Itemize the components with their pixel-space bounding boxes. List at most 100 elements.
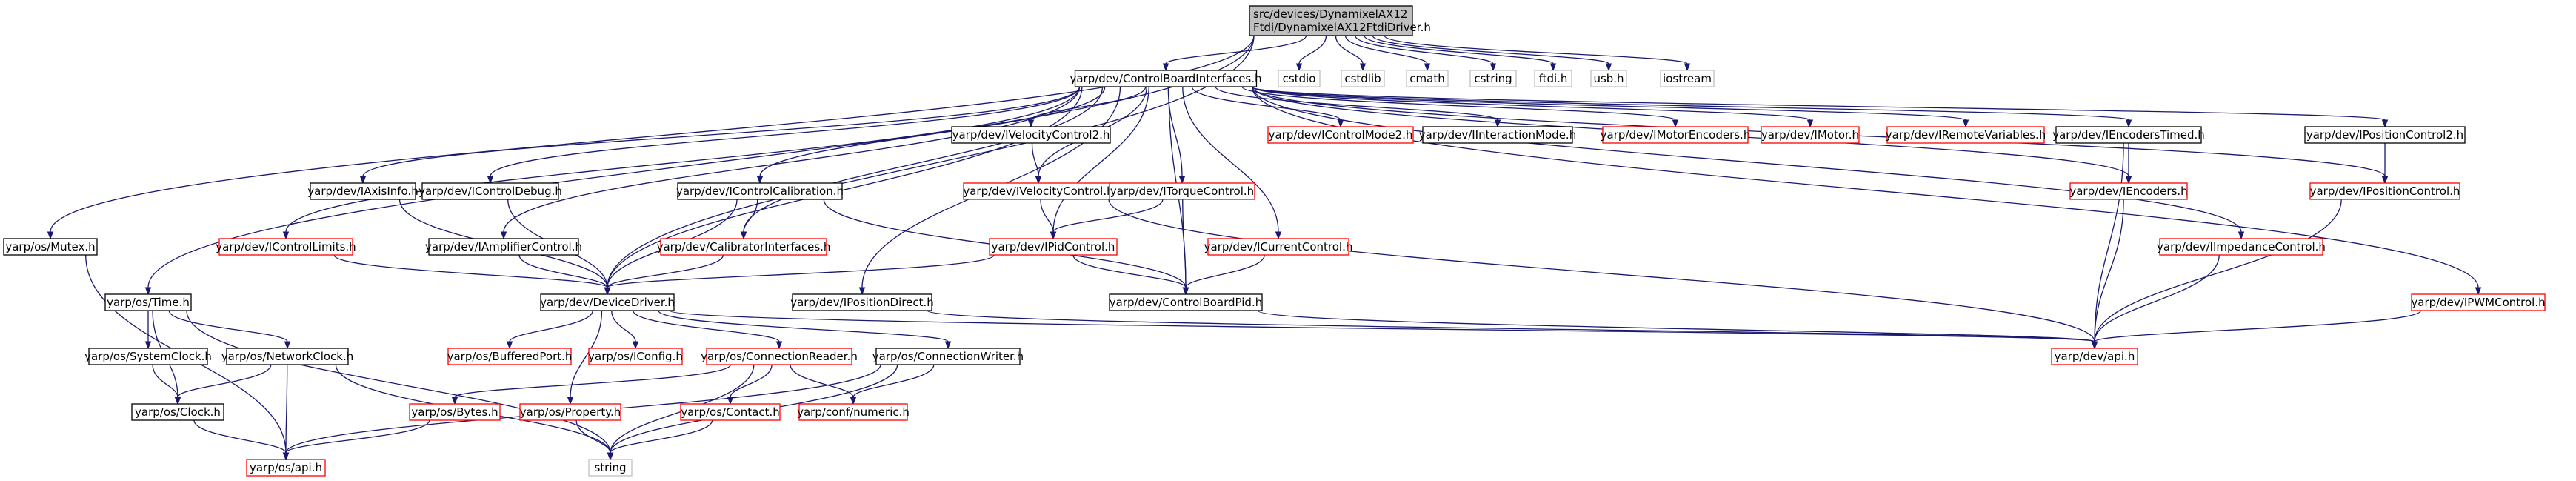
node-icm2[interactable]: yarp/dev/IControlMode2.h — [1267, 126, 1414, 144]
node-box — [2069, 182, 2188, 200]
node-box — [1590, 70, 1627, 87]
node-idebug[interactable]: yarp/dev/IControlDebug.h — [418, 182, 562, 200]
edge-line — [333, 254, 608, 288]
edge-arrowhead — [632, 341, 639, 350]
node-label: Ftdi/DynamixelAX12FtdiDriver.h — [1253, 21, 1431, 34]
node-label: yarp/dev/IMotorEncoders.h — [1601, 128, 1751, 142]
node-label: iostream — [1663, 72, 1712, 85]
edge-line — [852, 364, 935, 398]
node-itorque[interactable]: yarp/dev/ITorqueControl.h — [1109, 182, 1255, 200]
edge-connread-to-contact — [727, 364, 773, 405]
node-box — [540, 293, 675, 311]
edge-arrowhead — [944, 341, 952, 350]
node-box — [428, 238, 579, 256]
node-iamp[interactable]: yarp/dev/IAmplifierControl.h — [425, 238, 582, 256]
edge-root-to-cstdlib — [1335, 35, 1367, 72]
node-label: yarp/dev/ControlBoardPid.h — [1110, 296, 1262, 309]
node-box — [875, 348, 1021, 365]
edge-arrowhead — [756, 176, 764, 185]
node-iposc[interactable]: yarp/dev/IPositionControl.h — [2309, 182, 2460, 200]
node-sysclock[interactable]: yarp/os/SystemClock.h — [84, 348, 212, 365]
node-iinter[interactable]: yarp/dev/IInteractionMode.h — [1419, 126, 1576, 144]
node-iremote[interactable]: yarp/dev/IRemoteVariables.h — [1886, 126, 2046, 144]
node-bufport[interactable]: yarp/os/BufferedPort.h — [447, 348, 573, 365]
node-ipwm[interactable]: yarp/dev/IPWMControl.h — [2411, 293, 2546, 311]
node-label: yarp/dev/IEncoders.h — [2069, 185, 2187, 198]
edge-line — [2094, 199, 2342, 342]
node-box — [1602, 126, 1749, 144]
node-devapi[interactable]: yarp/dev/api.h — [2051, 348, 2138, 365]
edge-line — [1215, 86, 1498, 121]
edge-netclock-to-clock — [174, 364, 272, 405]
node-imotor[interactable]: yarp/dev/IMotor.h — [1761, 126, 1860, 144]
node-calibif[interactable]: yarp/dev/CalibratorInterfaces.h — [657, 238, 831, 256]
node-ivel2[interactable]: yarp/dev/IVelocityControl2.h — [951, 126, 1111, 144]
node-box — [519, 403, 621, 421]
edge-line — [633, 310, 780, 342]
edge-line — [2094, 254, 2220, 342]
edge-line — [193, 419, 287, 454]
node-numeric[interactable]: yarp/conf/numeric.h — [797, 403, 910, 421]
node-box — [246, 459, 326, 477]
node-cbpid[interactable]: yarp/dev/ControlBoardPid.h — [1109, 293, 1263, 311]
node-osapi[interactable]: yarp/os/api.h — [246, 459, 326, 477]
node-iposdir[interactable]: yarp/dev/IPositionDirect.h — [790, 293, 934, 311]
edge-arrowhead — [174, 397, 181, 405]
node-box — [792, 293, 932, 311]
node-iencT[interactable]: yarp/dev/IEncodersTimed.h — [2052, 126, 2205, 144]
node-icalib[interactable]: yarp/dev/IControlCalibration.h — [676, 182, 844, 200]
node-contact[interactable]: yarp/os/Contact.h — [680, 403, 781, 421]
node-iimp[interactable]: yarp/dev/IImpedanceControl.h — [2157, 238, 2326, 256]
node-mutex[interactable]: yarp/os/Mutex.h — [3, 238, 98, 256]
edge-itorque-to-cbpid — [1182, 199, 1189, 296]
node-ipid[interactable]: yarp/dev/IPidControl.h — [989, 238, 1118, 256]
node-label: yarp/dev/IControlMode2.h — [1269, 128, 1413, 142]
node-iaxis[interactable]: yarp/dev/IAxisInfo.h — [307, 182, 418, 200]
node-icurrent[interactable]: yarp/dev/ICurrentControl.h — [1204, 238, 1353, 256]
node-box — [3, 238, 98, 256]
edge-ipwm-to-devapi — [2091, 310, 2421, 350]
node-iposc2[interactable]: yarp/dev/IPositionControl2.h — [2304, 126, 2466, 144]
node-box — [2159, 238, 2323, 256]
edge-arrowhead — [1027, 119, 1035, 128]
node-connwrite[interactable]: yarp/os/ConnectionWriter.h — [872, 348, 1024, 365]
node-label: yarp/dev/DeviceDriver.h — [540, 296, 675, 309]
edge-arrowhead — [607, 452, 614, 461]
node-box — [1249, 5, 1413, 36]
node-cstdlib: cstdlib — [1341, 70, 1385, 87]
edge-arrowhead — [359, 176, 367, 185]
node-clock[interactable]: yarp/os/Clock.h — [131, 403, 224, 421]
node-label: yarp/os/ConnectionReader.h — [701, 350, 858, 363]
edge-cbi-to-iremote — [1251, 86, 1969, 128]
edge-line — [1251, 86, 2242, 233]
edge-calibif-to-devdrv — [604, 254, 724, 296]
edge-devdrv-to-connread — [633, 310, 783, 350]
edge-icalib-to-calibif — [740, 199, 758, 240]
edge-arrowhead — [2475, 287, 2482, 296]
edge-line — [503, 86, 1081, 233]
node-time[interactable]: yarp/os/Time.h — [104, 293, 192, 311]
node-netclock[interactable]: yarp/os/NetworkClock.h — [221, 348, 354, 365]
edge-arrowhead — [451, 397, 458, 405]
edge-line — [1364, 35, 1554, 64]
node-bytes[interactable]: yarp/os/Bytes.h — [409, 403, 501, 421]
edge-arrowhead — [47, 231, 54, 240]
node-ienc[interactable]: yarp/dev/IEncoders.h — [2069, 182, 2188, 200]
node-box — [421, 182, 559, 200]
node-label: src/devices/DynamixelAX12 — [1253, 7, 1407, 21]
edge-line — [1030, 86, 1147, 121]
node-property[interactable]: yarp/os/Property.h — [519, 403, 621, 421]
node-devdrv[interactable]: yarp/dev/DeviceDriver.h — [540, 293, 675, 311]
node-box — [2309, 182, 2460, 200]
edge-cbi-to-iamp — [500, 86, 1081, 240]
node-iconfig[interactable]: yarp/os/IConfig.h — [588, 348, 683, 365]
node-ilimits[interactable]: yarp/dev/IControlLimits.h — [216, 238, 356, 256]
node-label: yarp/dev/IImpedanceControl.h — [2157, 240, 2326, 253]
node-cbi[interactable]: yarp/dev/ControlBoardInterfaces.h — [1070, 70, 1262, 87]
node-box — [104, 293, 192, 311]
edge-line — [570, 310, 603, 398]
edge-line — [1182, 199, 1187, 288]
node-imotenc[interactable]: yarp/dev/IMotorEncoders.h — [1601, 126, 1751, 144]
node-connread[interactable]: yarp/os/ConnectionReader.h — [701, 348, 858, 365]
node-ivel[interactable]: yarp/dev/IVelocityControl.h — [963, 182, 1114, 200]
